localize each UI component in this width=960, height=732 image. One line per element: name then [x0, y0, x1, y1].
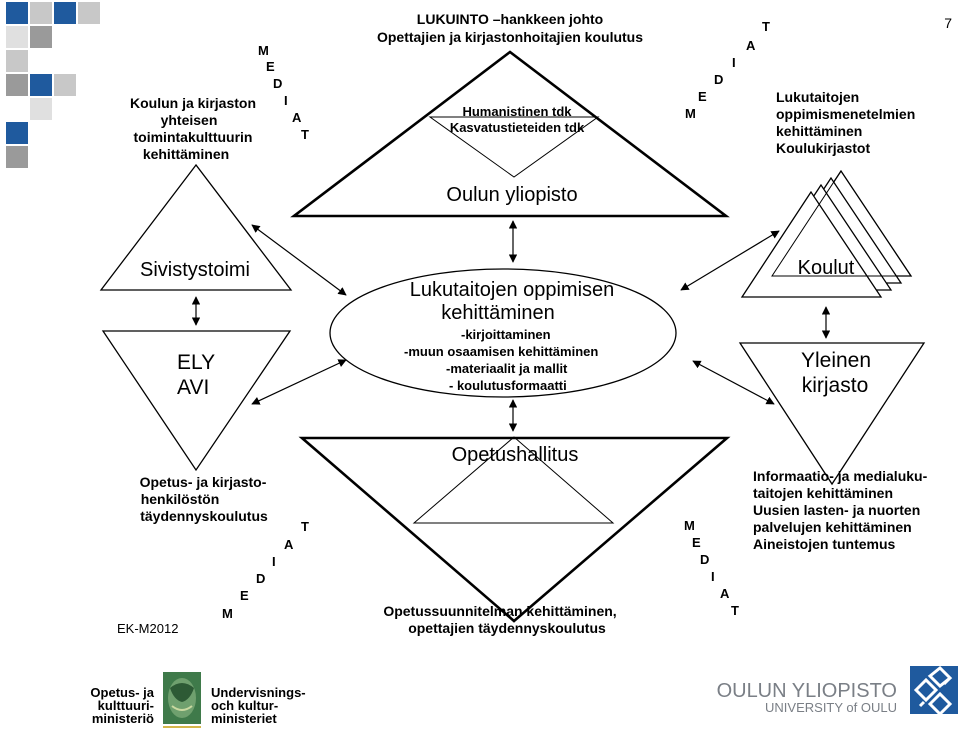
university-subtitle: UNIVERSITY of OULU — [765, 700, 897, 715]
top-inner-line1: Humanistinen tdk — [462, 104, 572, 119]
svg-text:Lukutaitojen: Lukutaitojen — [776, 89, 859, 105]
svg-text:yhteisen: yhteisen — [161, 112, 218, 128]
svg-text:täydennyskoulutus: täydennyskoulutus — [140, 508, 268, 524]
bottom-caption-line2: opettajien täydennyskoulutus — [408, 620, 606, 636]
svg-text:D: D — [714, 72, 723, 87]
top-base-label: Oulun yliopisto — [446, 184, 577, 206]
svg-text:E: E — [698, 89, 707, 104]
svg-text:och kultur-: och kultur- — [211, 698, 278, 713]
svg-text:Aineistojen tuntemus: Aineistojen tuntemus — [753, 536, 896, 552]
svg-text:E: E — [240, 588, 249, 603]
ministry-logo: Opetus- ja kulttuuri- ministeriö Undervi… — [90, 672, 306, 728]
svg-text:Uusien lasten- ja nuorten: Uusien lasten- ja nuorten — [753, 502, 920, 518]
right-caption-bottom: Informaatio- ja medialuku- taitojen kehi… — [753, 468, 928, 552]
center-line1: Lukutaitojen oppimisen — [410, 279, 615, 301]
university-emblem — [910, 665, 958, 717]
svg-text:henkilöstön: henkilöstön — [141, 491, 220, 507]
svg-text:toimintakulttuurin: toimintakulttuurin — [134, 129, 253, 145]
top-inner-line2: Kasvatustieteiden tdk — [450, 120, 585, 135]
top-title-line1: LUKUINTO –hankkeen johto — [417, 11, 603, 27]
bottom-label: Opetushallitus — [452, 444, 579, 466]
svg-text:D: D — [273, 76, 282, 91]
svg-text:I: I — [284, 93, 288, 108]
footer-credit: EK-M2012 — [117, 621, 178, 636]
mediat-bottom-left: M E D I A T — [222, 519, 309, 621]
right-down-line1: Yleinen — [801, 349, 871, 372]
svg-text:I: I — [711, 569, 715, 584]
svg-text:T: T — [301, 519, 309, 534]
right-down-triangle — [738, 342, 926, 486]
svg-text:A: A — [284, 537, 294, 552]
center-bullet: -materiaalit ja mallit — [446, 361, 568, 376]
svg-text:kehittäminen: kehittäminen — [776, 123, 862, 139]
center-line2: kehittäminen — [441, 302, 554, 324]
svg-text:Koulukirjastot: Koulukirjastot — [776, 140, 870, 156]
left-down-line2: AVI — [177, 376, 209, 399]
top-triangle — [290, 50, 730, 218]
svg-text:Opetus- ja: Opetus- ja — [90, 685, 154, 700]
university-logo: OULUN YLIOPISTO UNIVERSITY of OULU — [717, 665, 958, 717]
svg-text:D: D — [256, 571, 265, 586]
ministry-emblem — [163, 672, 201, 728]
page-number: 7 — [944, 15, 952, 31]
right-up-label: Koulut — [798, 257, 855, 279]
left-caption-bottom: Opetus- ja kirjasto- henkilöstön täydenn… — [140, 474, 268, 524]
top-title-line2: Opettajien ja kirjastonhoitajien koulutu… — [377, 29, 643, 45]
svg-text:E: E — [266, 59, 275, 74]
left-up-triangle — [99, 163, 293, 291]
center-bullet: -kirjoittaminen — [461, 327, 551, 342]
top-inner-triangle — [428, 116, 600, 178]
svg-text:ministeriö: ministeriö — [92, 711, 154, 726]
svg-text:Koulun ja kirjaston: Koulun ja kirjaston — [130, 95, 256, 111]
mediat-bottom-right: M E D I A T — [684, 518, 739, 618]
svg-text:ministeriet: ministeriet — [211, 711, 277, 726]
svg-text:A: A — [720, 586, 730, 601]
bottom-caption-line1: Opetussuunnitelman kehittäminen, — [383, 603, 616, 619]
connector-arrows — [191, 220, 831, 432]
right-caption-top: Lukutaitojen oppimismenetelmien kehittäm… — [776, 89, 915, 156]
svg-text:I: I — [732, 55, 736, 70]
svg-text:A: A — [746, 38, 756, 53]
svg-text:kehittäminen: kehittäminen — [143, 146, 229, 162]
svg-text:kulttuuri-: kulttuuri- — [98, 698, 154, 713]
svg-text:M: M — [685, 106, 696, 121]
university-name: OULUN YLIOPISTO — [717, 680, 897, 702]
svg-text:Undervisnings-: Undervisnings- — [211, 685, 306, 700]
left-up-label: Sivistystoimi — [140, 259, 250, 281]
svg-text:palvelujen kehittäminen: palvelujen kehittäminen — [753, 519, 912, 535]
left-caption-top: Koulun ja kirjaston yhteisen toimintakul… — [130, 95, 256, 162]
svg-text:T: T — [301, 127, 309, 142]
svg-text:T: T — [762, 19, 770, 34]
svg-text:E: E — [692, 535, 701, 550]
center-ellipse — [329, 268, 677, 398]
left-down-triangle — [101, 330, 292, 472]
svg-text:Informaatio- ja medialuku-: Informaatio- ja medialuku- — [753, 468, 928, 484]
svg-text:D: D — [700, 552, 709, 567]
svg-text:M: M — [684, 518, 695, 533]
center-bullet: -muun osaamisen kehittäminen — [404, 344, 598, 359]
svg-text:I: I — [272, 554, 276, 569]
right-down-line2: kirjasto — [802, 374, 869, 397]
svg-text:M: M — [258, 43, 269, 58]
svg-text:taitojen kehittäminen: taitojen kehittäminen — [753, 485, 893, 501]
svg-text:A: A — [292, 110, 302, 125]
svg-text:Opetus- ja kirjasto-: Opetus- ja kirjasto- — [140, 474, 267, 490]
center-bullet: - koulutusformaatti — [449, 378, 567, 393]
svg-text:oppimismenetelmien: oppimismenetelmien — [776, 106, 915, 122]
mediat-top-left: M E D I A T — [258, 43, 309, 142]
decorative-squares — [6, 2, 100, 168]
svg-text:T: T — [731, 603, 739, 618]
left-down-line1: ELY — [177, 351, 215, 374]
bottom-inner-triangle — [412, 436, 615, 524]
svg-text:M: M — [222, 606, 233, 621]
mediat-top-right: M E D I A T — [685, 19, 770, 121]
